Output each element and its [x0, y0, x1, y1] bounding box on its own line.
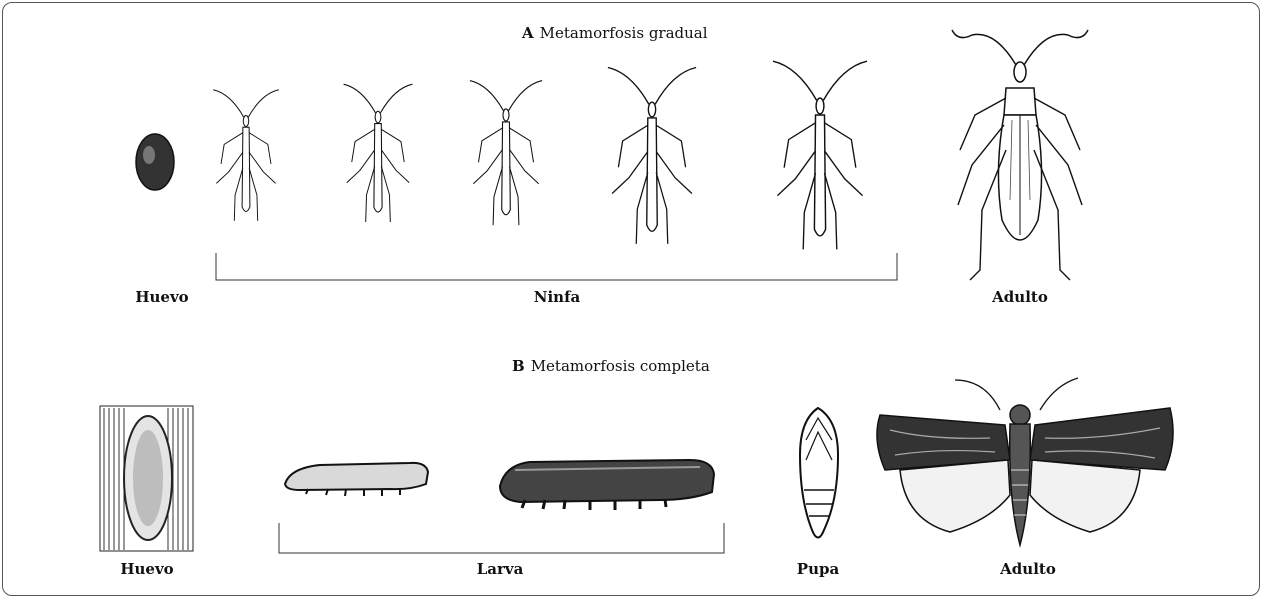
section-a-nymph-label: Ninfa: [534, 288, 581, 306]
section-b-adult-label: Adulto: [1000, 560, 1056, 578]
adult-bug-icon: [952, 30, 1088, 280]
nymph-stage-4-icon: [608, 68, 696, 244]
section-b-pupa-label: Pupa: [797, 560, 839, 578]
larva-small-icon: [285, 463, 428, 496]
nymph-bracket: [216, 253, 897, 280]
pupa-icon: [800, 408, 838, 538]
moth-egg-icon: [100, 406, 193, 551]
section-b-egg-label: Huevo: [120, 560, 173, 578]
bug-egg-icon: [136, 134, 174, 190]
nymph-stage-1-icon: [213, 90, 279, 221]
larva-bracket: [279, 523, 724, 553]
nymph-stage-3-icon: [470, 81, 542, 225]
nymph-stage-2-icon: [344, 84, 413, 222]
section-b-larva-label: Larva: [477, 560, 524, 578]
adult-moth-icon: [877, 378, 1173, 545]
larva-large-icon: [500, 460, 714, 510]
section-a-egg-label: Huevo: [135, 288, 188, 306]
nymph-stage-5-icon: [773, 61, 867, 249]
section-a-adult-label: Adulto: [992, 288, 1048, 306]
